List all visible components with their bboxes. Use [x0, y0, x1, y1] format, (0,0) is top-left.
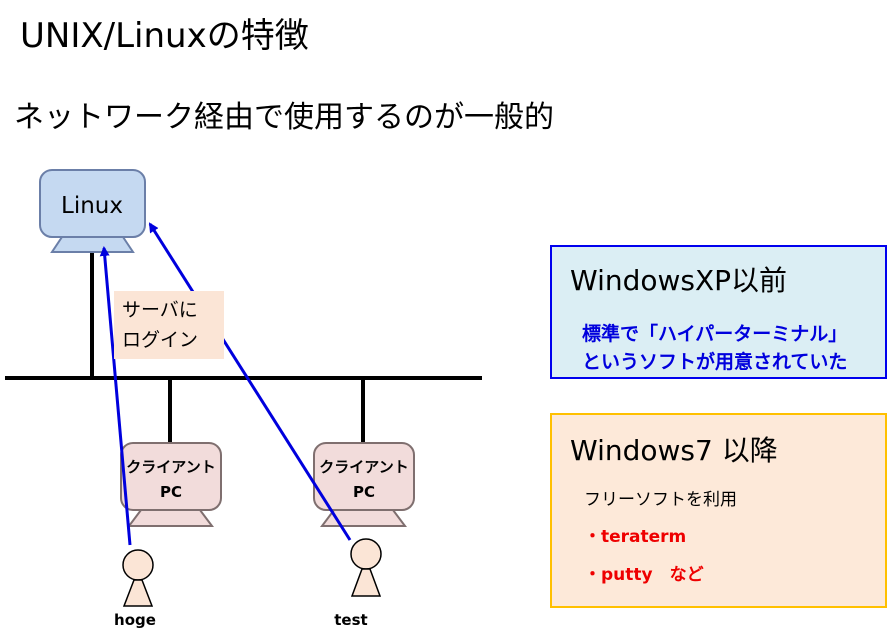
client-2-label-line2: PC [353, 483, 375, 501]
page-title: UNIX/Linuxの特徴 [20, 16, 309, 56]
client-1-label-line2: PC [160, 483, 182, 501]
login-callout: サーバに ログイン [114, 291, 224, 359]
server-label: Linux [61, 193, 123, 219]
login-callout-line2: ログイン [122, 329, 199, 351]
windows-7-item-teraterm: ・teraterm [584, 527, 687, 547]
windows-xp-title: WindowsXP以前 [570, 264, 788, 297]
user-icon-hoge [122, 549, 154, 607]
windows-xp-box: WindowsXP以前 標準で「ハイパーターミナル」 というソフトが用意されてい… [550, 245, 887, 379]
login-arrow-hoge [99, 246, 132, 546]
user-icon-test [350, 538, 382, 597]
login-arrow-test [148, 222, 352, 541]
client-pc-1: クライアント PC [120, 442, 222, 527]
windows-7-item-putty: ・putty など [584, 565, 704, 585]
client-2-label-line1: クライアント [319, 458, 408, 476]
client-1-label-line1: クライアント [126, 458, 215, 476]
windows-7-line1: フリーソフトを利用 [584, 490, 737, 510]
windows-7-title: Windows7 以降 [570, 434, 778, 467]
server-monitor: Linux [39, 169, 146, 253]
user-name-test: test [334, 611, 367, 629]
windows-xp-line1: 標準で「ハイパーターミナル」 [582, 323, 848, 345]
login-callout-line1: サーバに [122, 299, 198, 321]
user-name-hoge: hoge [114, 611, 156, 629]
windows-xp-line2: というソフトが用意されていた [582, 351, 848, 373]
windows-7-box: Windows7 以降 フリーソフトを利用 ・teraterm ・putty な… [550, 413, 887, 608]
page-subtitle: ネットワーク経由で使用するのが一般的 [14, 100, 554, 135]
client-pc-2: クライアント PC [313, 442, 415, 527]
